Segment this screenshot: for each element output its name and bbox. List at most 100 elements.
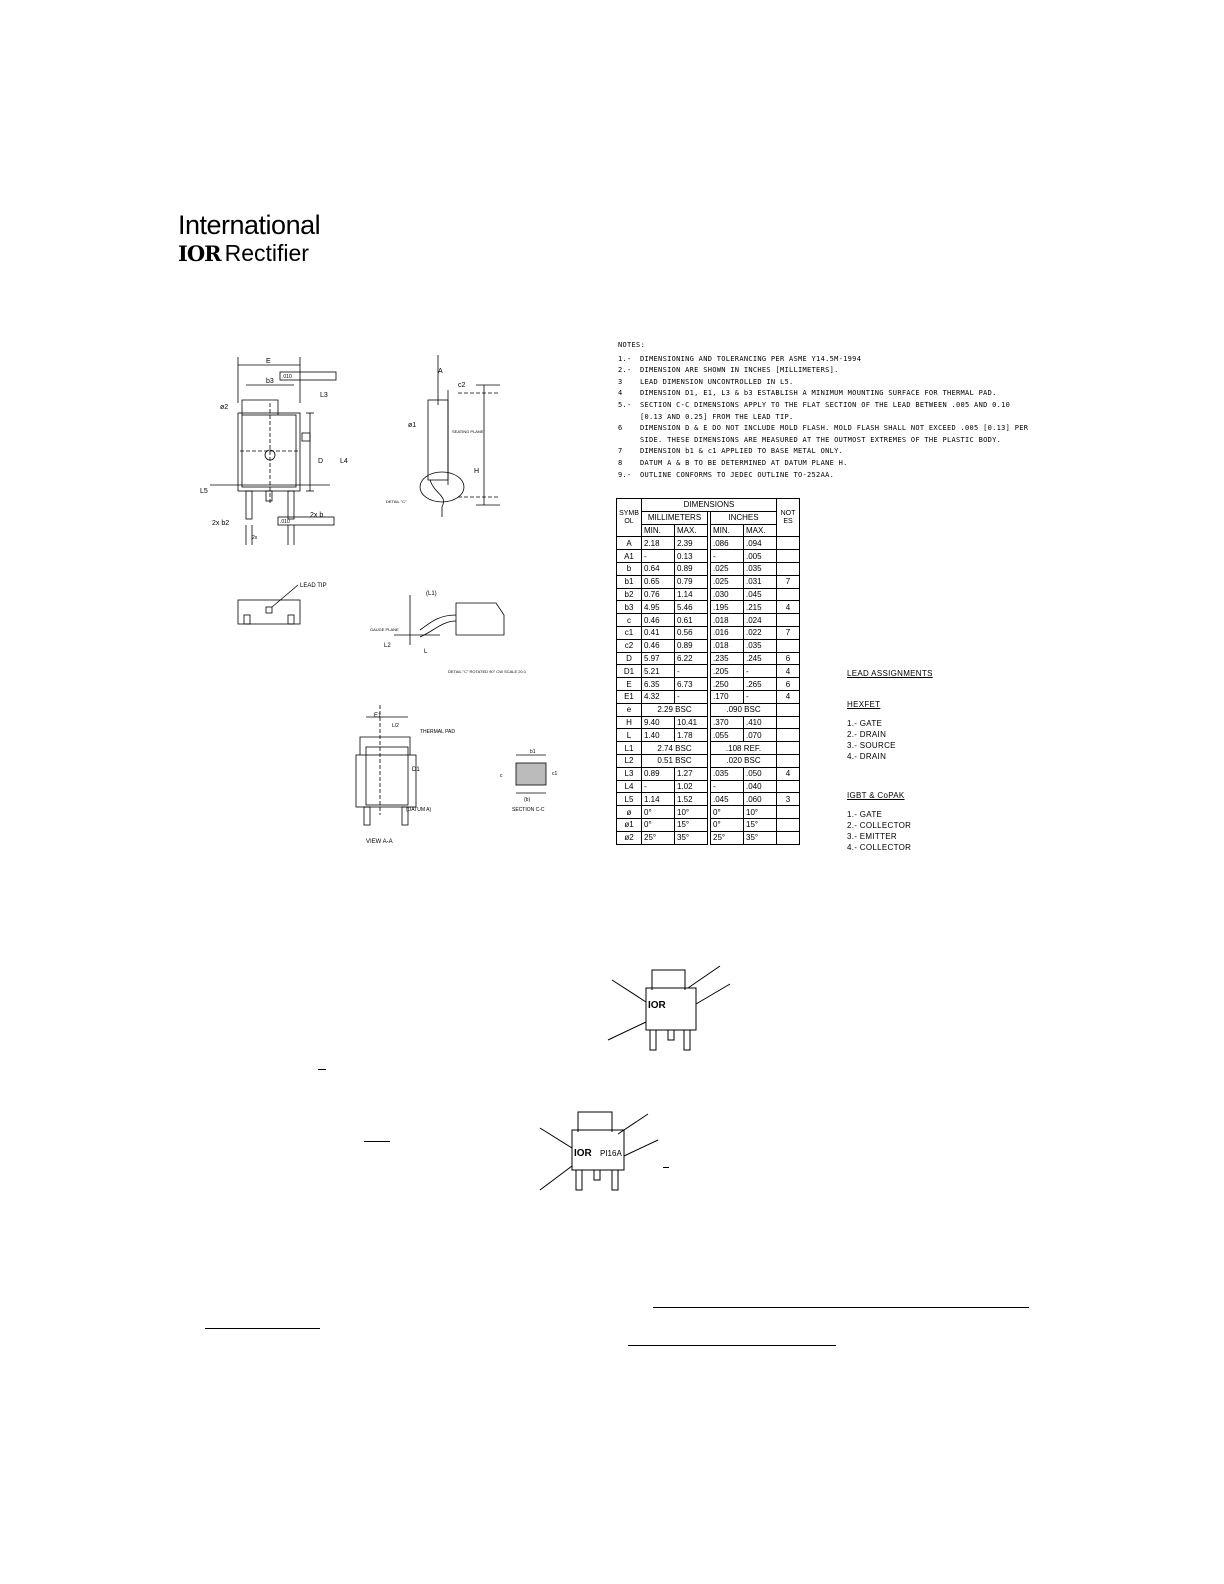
note-item: 5.-SECTION C-C DIMENSIONS APPLY TO THE F… (618, 400, 1028, 412)
note-text: LEAD DIMENSION UNCONTROLLED IN L5. (640, 377, 794, 386)
table-cell: 2.29 BSC (641, 702, 708, 717)
rule-5 (205, 1328, 320, 1329)
table-row: A1-0.13-.005 (616, 549, 800, 563)
table-cell: e (616, 702, 642, 717)
section-cc-label: SECTION C-C (512, 807, 545, 813)
table-cell: .060 (743, 792, 777, 807)
table-cell: 0.89 (674, 638, 708, 653)
table-cell: 4 (776, 689, 800, 704)
dim-label-phi2: ø2 (220, 404, 228, 411)
igbt-title: IGBT & CoPAK (847, 791, 905, 800)
table-header-row: MIN.MAX.MIN.MAX. (617, 523, 800, 538)
note-number: 4 (618, 389, 623, 398)
note-number: 5.- (618, 400, 632, 409)
table-cell (776, 805, 800, 819)
note-text: DIMENSION ARE SHOWN IN INCHES [MILLIMETE… (640, 366, 839, 375)
rule-6 (628, 1345, 836, 1346)
dim-label-l-half: L/2 (392, 723, 399, 729)
dim-label-l5: L5 (200, 488, 208, 495)
table-cell: MAX. (674, 523, 708, 538)
ior-mark-1: IOR (648, 1000, 667, 1011)
table-cell: 6.35 (641, 677, 675, 691)
table-cell (776, 715, 800, 730)
table-cell (776, 830, 800, 845)
part-marking-drawings: IOR IOR PI16A (539, 965, 731, 1191)
note-text: DATUM A & B TO BE DETERMINED AT DATUM PL… (640, 458, 848, 467)
dim-label-l1: (L1) (426, 591, 437, 597)
company-logo-line1: International (178, 210, 321, 240)
lead-item: 2.- COLLECTOR (847, 821, 912, 830)
lead-item: 3.- SOURCE (847, 741, 896, 750)
table-cell: - (641, 779, 675, 794)
table-cell: .050 (743, 766, 777, 781)
table-cell: D (616, 651, 642, 666)
dim-label-2xb2: 2x b2 (212, 520, 229, 527)
dim-label-e: E (266, 358, 271, 365)
dim-label-h: H (474, 468, 479, 475)
note-number: 1.- (618, 354, 632, 363)
table-cell: c (616, 613, 642, 627)
notes-list: 1.-DIMENSIONING AND TOLERANCING PER ASME… (618, 354, 1028, 482)
table-cell: 5.21 (641, 664, 675, 679)
table-cell: .005 (743, 549, 777, 563)
table-cell: E (616, 677, 642, 691)
table-cell: 15° (743, 817, 777, 832)
table-cell: 1.02 (674, 779, 708, 794)
table-cell: .030 (710, 587, 744, 602)
table-row: L4-1.02-.040 (616, 779, 800, 794)
note-text: [0.13 AND 0.25] FROM THE LEAD TIP. (640, 412, 794, 421)
table-cell: .022 (743, 625, 777, 640)
table-cell: A1 (616, 549, 642, 563)
table-cell: 25° (641, 830, 675, 845)
top-view: E b3 L3 ø2 D L4 L5 2x b 2x b2 2x .010 .0… (200, 357, 348, 545)
table-cell: .031 (743, 574, 777, 589)
table-cell (776, 613, 800, 627)
table-cell (776, 741, 800, 755)
table-cell: 0.41 (641, 625, 675, 640)
table-cell: 1.27 (674, 766, 708, 781)
table-cell: .235 (710, 651, 744, 666)
table-cell: A (616, 536, 642, 551)
table-cell: b (616, 561, 642, 576)
note-number: 2.- (618, 366, 632, 375)
fcf-top: .010 (282, 374, 292, 380)
side-view: A c2 ø1 H SEATING PLANE DETAIL "C" (386, 355, 500, 517)
note-item: 2.- DIMENSION ARE SHOWN IN INCHES [MILLIM… (618, 365, 1028, 377)
rule-3 (663, 1167, 669, 1168)
lead-item: 4.- COLLECTOR (847, 843, 912, 852)
note-item: 8 DATUM A & B TO BE DETERMINED AT DATUM P… (618, 458, 1028, 470)
table-cell: - (710, 549, 744, 563)
table-cell: .018 (710, 638, 744, 653)
dim-label-c: c (500, 773, 503, 779)
dim-label-a: A (438, 368, 443, 375)
table-cell (776, 536, 800, 551)
note-number: 8 (618, 458, 623, 467)
table-cell (776, 587, 800, 602)
table-cell: ø (616, 805, 642, 819)
table-cell: .040 (743, 779, 777, 794)
part-mark-code: PI16A (600, 1149, 622, 1158)
table-cell: 0.64 (641, 561, 675, 576)
dim-label-d1: D1 (412, 767, 420, 773)
table-cell: 6.73 (674, 677, 708, 691)
table-cell (776, 561, 800, 576)
view-aa: E1 L/2 THERMAL PAD D1 (DATUM A) VIEW A-A (355, 705, 455, 845)
table-cell: .070 (743, 728, 777, 743)
table-cell (776, 638, 800, 653)
dim-label-2xe: 2x (252, 535, 258, 541)
hexfet-title: HEXFET (847, 700, 881, 709)
table-cell: .045 (743, 587, 777, 602)
note-text: OUTLINE CONFORMS TO JEDEC OUTLINE TO-252… (640, 470, 835, 479)
table-cell: .265 (743, 677, 777, 691)
